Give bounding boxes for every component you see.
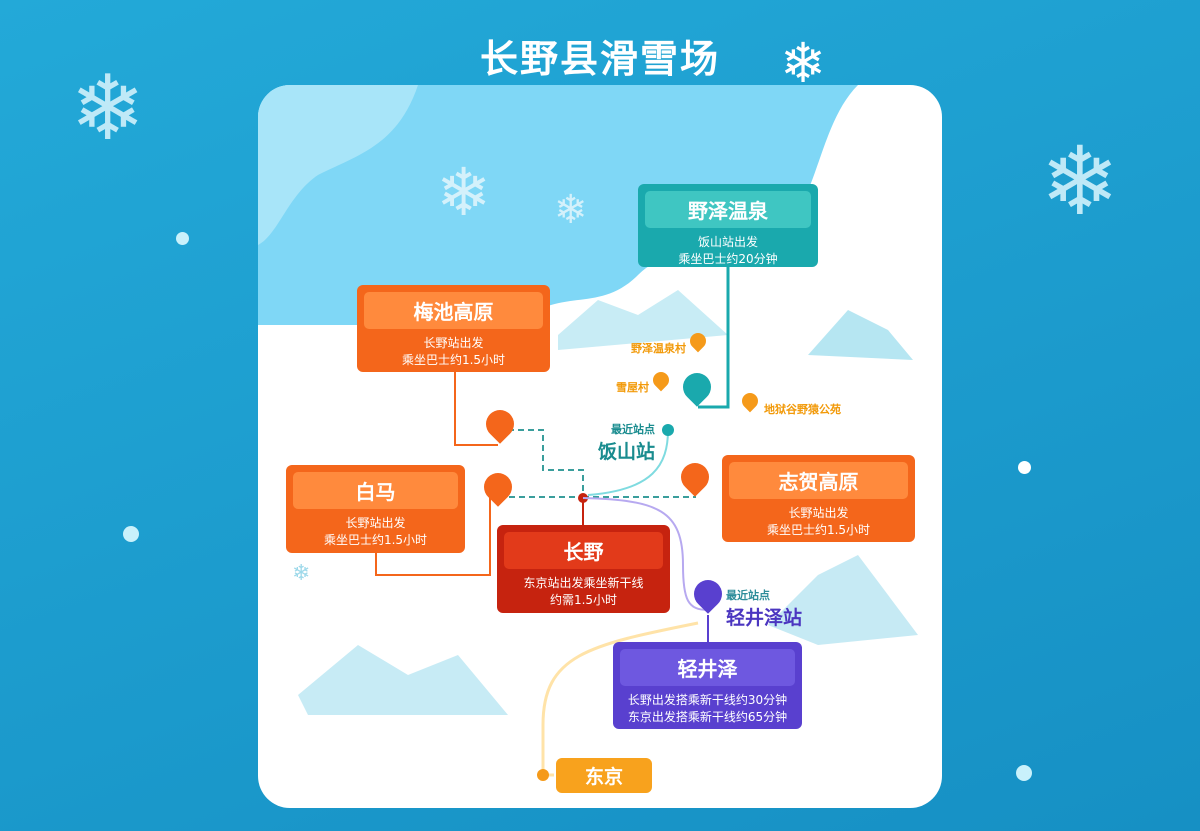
snowflake-icon: ❄: [70, 56, 146, 161]
landmark-label: 雪屋村: [616, 381, 649, 394]
resort-name: 轻井泽: [620, 649, 795, 686]
resort-info: 长野站出发: [345, 516, 406, 530]
resort-info: 长野站出发: [788, 506, 849, 520]
resort-name: 白马: [293, 472, 458, 509]
mountain: [808, 310, 913, 360]
snowflake-icon: ❄: [780, 31, 827, 95]
resort-nagano[interactable]: 长野 东京站出发乘坐新干线 约需1.5小时: [497, 525, 670, 613]
resort-info: 约需1.5小时: [549, 593, 618, 607]
route-tokyo: [541, 621, 699, 777]
route-karuizawa: [582, 497, 709, 611]
tokyo-node: [537, 769, 549, 781]
station-name: 轻井泽站: [726, 607, 803, 629]
resort-name: 东京: [584, 766, 623, 788]
route-tsugaike: [454, 372, 498, 446]
resort-info: 饭山站出发: [697, 235, 758, 249]
route-nozawa: [698, 203, 730, 409]
snowflake-icon: ❄: [436, 154, 492, 231]
station-caption: 最近站点: [611, 423, 656, 436]
snow-dot: [1016, 765, 1032, 781]
resort-info: 乘坐巴士约20分钟: [678, 252, 778, 266]
landmark-label: 地狱谷野猿公苑: [764, 403, 841, 416]
page-title: 长野县滑雪场: [479, 37, 720, 81]
station-name: 饭山站: [598, 441, 656, 463]
station-iiyama: 最近站点 饭山站: [598, 421, 655, 464]
resort-info: 东京出发搭乘新干线约65分钟: [627, 710, 788, 724]
resort-info: 乘坐巴士约1.5小时: [401, 353, 506, 367]
map-background: [258, 85, 918, 781]
resort-name: 志贺高原: [729, 462, 908, 499]
resort-info: 长野出发搭乘新干线约30分钟: [627, 693, 788, 707]
map-card: ❄ ❄ ❄ 野泽温泉村 雪屋村 地狱谷野猿公苑 最近站点 饭山站 最近站点 轻井…: [258, 85, 942, 808]
resort-info: 长野站出发: [423, 336, 484, 350]
resort-shiga[interactable]: 志贺高原 长野站出发 乘坐巴士约1.5小时: [722, 455, 915, 542]
snow-dot: [1018, 461, 1031, 474]
resort-info: 乘坐巴士约1.5小时: [766, 523, 871, 537]
sea: [258, 85, 858, 325]
landmark-label: 野泽温泉村: [631, 342, 686, 355]
location-tokyo[interactable]: 东京: [556, 758, 652, 793]
mountain: [768, 555, 918, 645]
snowflake-icon: ❄: [292, 561, 311, 586]
snow-dot: [123, 526, 139, 542]
resort-name: 长野: [504, 532, 663, 569]
resort-tsugaike[interactable]: 梅池高原 长野站出发 乘坐巴士约1.5小时: [357, 285, 550, 372]
mountain: [298, 645, 508, 715]
iiyama-node: [662, 424, 674, 436]
station-karuizawa: 最近站点 轻井泽站: [726, 587, 802, 630]
resort-info: 东京站出发乘坐新干线: [523, 576, 644, 590]
resort-nozawa[interactable]: 野泽温泉 饭山站出发 乘坐巴士约20分钟: [638, 184, 818, 267]
snow-dot: [176, 232, 189, 245]
snowflake-icon: ❄: [1040, 127, 1120, 237]
route-iiyama: [587, 429, 669, 496]
resort-karuizawa[interactable]: 轻井泽 长野出发搭乘新干线约30分钟 东京出发搭乘新干线约65分钟: [613, 642, 802, 729]
resort-name: 野泽温泉: [645, 191, 811, 228]
route-dashed: [503, 429, 584, 498]
resort-info: 乘坐巴士约1.5小时: [323, 533, 428, 547]
snowflake-icon: ❄: [554, 187, 588, 233]
resort-name: 梅池高原: [364, 292, 543, 329]
land: [258, 85, 418, 245]
mountain: [558, 290, 728, 350]
resort-hakuba[interactable]: 白马 长野站出发 乘坐巴士约1.5小时: [286, 465, 465, 553]
station-caption: 最近站点: [726, 589, 770, 602]
